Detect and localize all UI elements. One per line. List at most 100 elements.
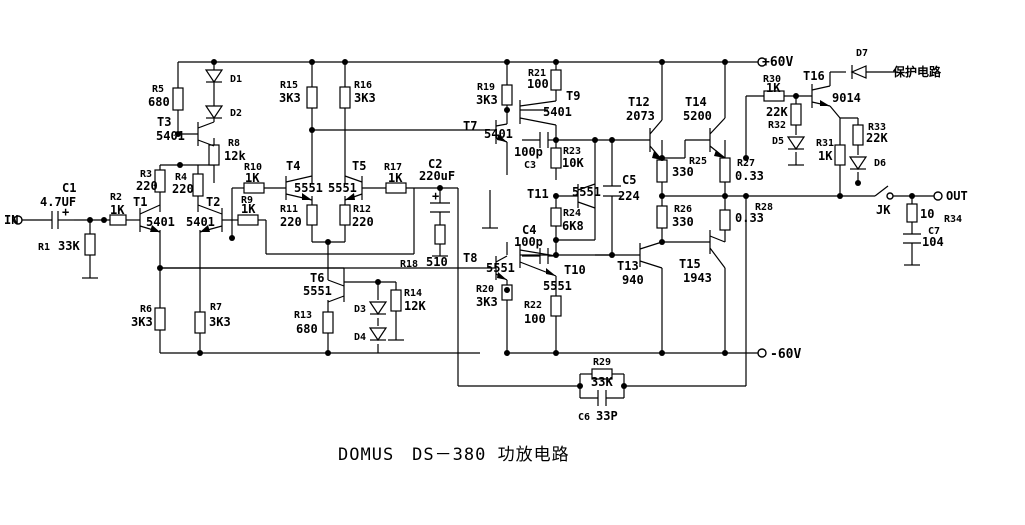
c4-value: 100p bbox=[514, 235, 543, 249]
c3-value: 100p bbox=[514, 145, 543, 159]
labels: +60V -60V IN OUT 保护电路 JK T1 5401 T2 5401… bbox=[4, 48, 968, 465]
d3-label: D3 bbox=[354, 304, 366, 315]
r21-value: 100 bbox=[527, 77, 549, 91]
t9-part: 5401 bbox=[543, 105, 572, 119]
r15-value: 3K3 bbox=[279, 91, 301, 105]
t2-part: 5401 bbox=[186, 215, 215, 229]
protect-label: 保护电路 bbox=[892, 64, 942, 79]
t14-name: T14 bbox=[685, 95, 707, 109]
t13-name: T13 bbox=[617, 259, 639, 273]
r8-name: R8 bbox=[228, 138, 240, 149]
d1-label: D1 bbox=[230, 74, 242, 85]
r23-name: R23 bbox=[563, 146, 581, 157]
r18-value: 510 bbox=[426, 255, 448, 269]
r6-value: 3K3 bbox=[131, 315, 153, 329]
t1-part: 5401 bbox=[146, 215, 175, 229]
r10-value: 1K bbox=[245, 171, 260, 185]
r9-name: R9 bbox=[241, 195, 253, 206]
t5-part: 5551 bbox=[328, 181, 357, 195]
t16-part: 9014 bbox=[832, 91, 861, 105]
d6-label: D6 bbox=[874, 158, 886, 169]
t8-part: 5551 bbox=[486, 261, 515, 275]
r20-name: R20 bbox=[476, 284, 494, 295]
t12-part: 2073 bbox=[626, 109, 655, 123]
r30-name: R30 bbox=[763, 74, 781, 85]
r4-value: 220 bbox=[172, 182, 194, 196]
svg-text:+: + bbox=[62, 205, 69, 219]
schematic-title: DOMUS DS－380 功放电路 bbox=[338, 445, 570, 465]
junctions bbox=[87, 59, 915, 389]
r17-value: 1K bbox=[388, 171, 403, 185]
r21-name: R21 bbox=[528, 68, 546, 79]
r3-value: 220 bbox=[136, 179, 158, 193]
pos-rail-label: +60V bbox=[762, 55, 793, 70]
r32-value: 22K bbox=[766, 105, 788, 119]
r10-name: R10 bbox=[244, 162, 262, 173]
r13-value: 680 bbox=[296, 322, 318, 336]
t9-name: T9 bbox=[566, 89, 580, 103]
r31-value: 1K bbox=[818, 149, 833, 163]
r8-value: 12k bbox=[224, 149, 246, 163]
t10-part: 5551 bbox=[543, 279, 572, 293]
t6-part: 5551 bbox=[303, 284, 332, 298]
r4-name: R4 bbox=[175, 172, 187, 183]
r24-value: 6K8 bbox=[562, 219, 584, 233]
t15-part: 1943 bbox=[683, 271, 712, 285]
r9-value: 1K bbox=[241, 202, 256, 216]
transistors bbox=[139, 84, 831, 303]
svg-text:+: + bbox=[432, 189, 439, 203]
c6-name: C6 bbox=[578, 412, 590, 423]
r28-value: 0.33 bbox=[735, 211, 764, 225]
r25-name: R25 bbox=[689, 156, 707, 167]
r2-value: 1K bbox=[110, 203, 125, 217]
jk-label: JK bbox=[876, 203, 891, 217]
r11-name: R11 bbox=[280, 204, 298, 215]
r17-name: R17 bbox=[384, 162, 402, 173]
t4-part: 5551 bbox=[294, 181, 323, 195]
t3-name: T3 bbox=[157, 115, 171, 129]
resistors bbox=[84, 69, 918, 380]
r14-value: 12K bbox=[404, 299, 426, 313]
diodes bbox=[204, 65, 868, 342]
t16-name: T16 bbox=[803, 69, 825, 83]
r22-name: R22 bbox=[524, 300, 542, 311]
capacitors bbox=[51, 132, 921, 406]
d7-label: D7 bbox=[856, 48, 868, 59]
t15-name: T15 bbox=[679, 257, 701, 271]
t10-name: T10 bbox=[564, 263, 586, 277]
r28-name: R28 bbox=[755, 202, 773, 213]
r6-name: R6 bbox=[140, 304, 152, 315]
t4-name: T4 bbox=[286, 159, 300, 173]
r11-value: 220 bbox=[280, 215, 302, 229]
t8-name: T8 bbox=[463, 251, 477, 265]
r27-name: R27 bbox=[737, 158, 755, 169]
r7-value: 3K3 bbox=[209, 315, 231, 329]
r22-value: 100 bbox=[524, 312, 546, 326]
input-label: IN bbox=[4, 213, 18, 227]
output-label: OUT bbox=[946, 189, 968, 203]
wiring bbox=[20, 61, 935, 399]
t3-part: 5401 bbox=[156, 129, 185, 143]
t12-name: T12 bbox=[628, 95, 650, 109]
r18-name: R18 bbox=[400, 259, 418, 270]
t7-name: T7 bbox=[463, 119, 477, 133]
t1-name: T1 bbox=[133, 195, 147, 209]
r20-value: 3K3 bbox=[476, 295, 498, 309]
c3-name: C3 bbox=[524, 160, 536, 171]
d4-label: D4 bbox=[354, 332, 366, 343]
t11-part: 5551 bbox=[572, 185, 601, 199]
c1-name: C1 bbox=[62, 181, 76, 195]
c7-name: C7 bbox=[928, 226, 940, 237]
r12-name: R12 bbox=[353, 204, 371, 215]
t7-part: 5401 bbox=[484, 127, 513, 141]
neg-rail-label: -60V bbox=[770, 347, 801, 362]
r26-value: 330 bbox=[672, 215, 694, 229]
r1-name: R1 bbox=[38, 242, 50, 253]
c5-value: 224 bbox=[618, 189, 640, 203]
r24-name: R24 bbox=[563, 208, 581, 219]
r15-name: R15 bbox=[280, 80, 298, 91]
r27-value: 0.33 bbox=[735, 169, 764, 183]
t14-part: 5200 bbox=[683, 109, 712, 123]
c5-name: C5 bbox=[622, 173, 636, 187]
r2-name: R2 bbox=[110, 192, 122, 203]
